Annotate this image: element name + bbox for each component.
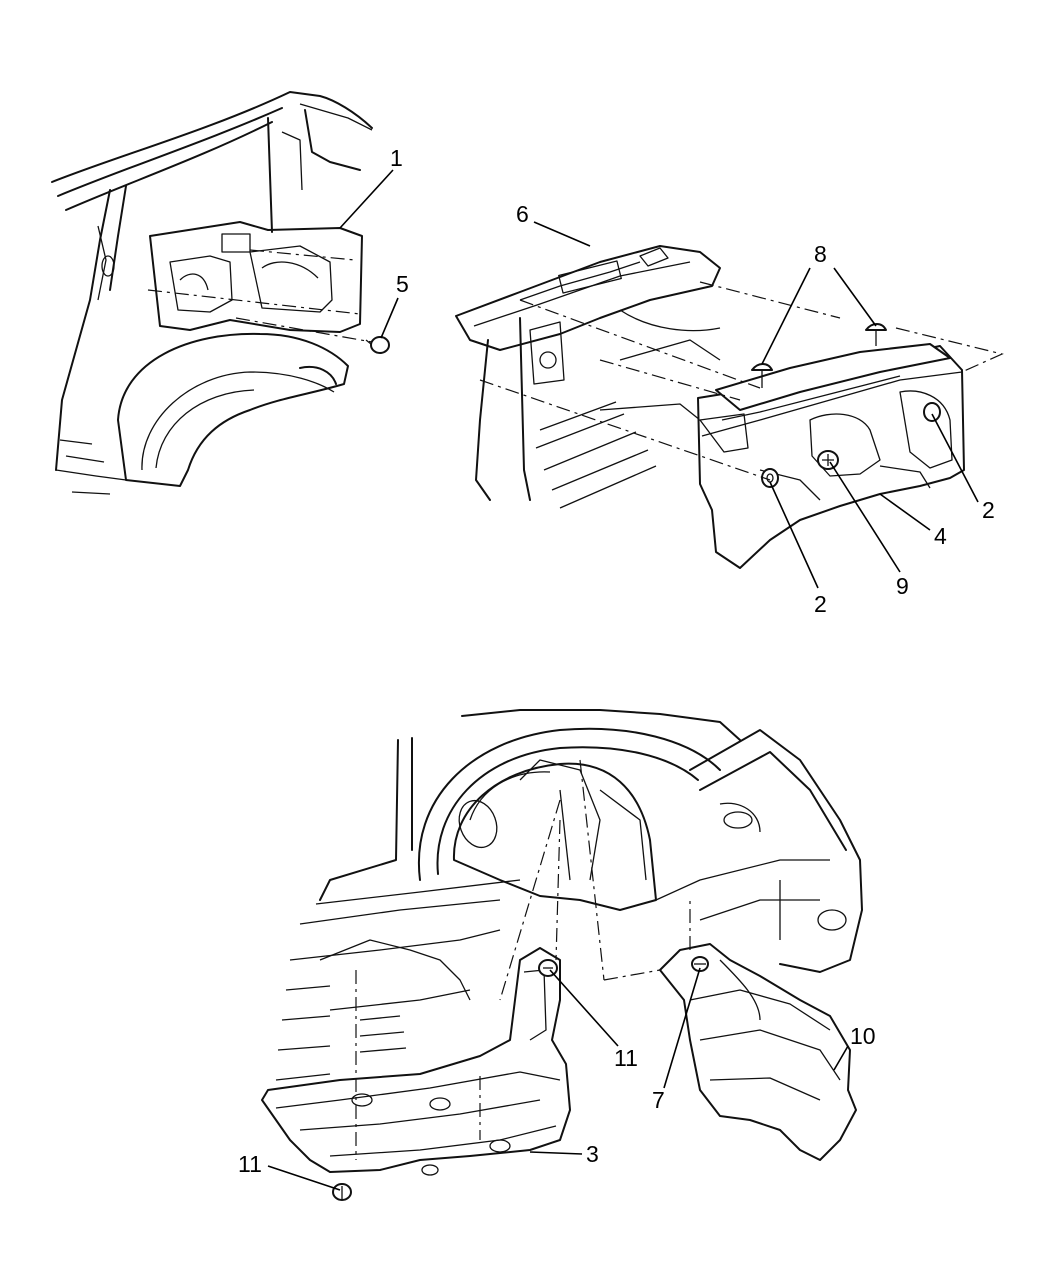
leader-2a: [931, 413, 979, 503]
callout-7: 7: [652, 1087, 665, 1113]
callout-5: 5: [396, 271, 409, 297]
leader-2b: [769, 481, 819, 589]
leader-8a: [761, 267, 811, 365]
quarter-panel-view: [51, 91, 390, 495]
leader-9: [829, 461, 901, 573]
callout-10: 10: [850, 1023, 876, 1049]
callout-8: 8: [814, 241, 827, 267]
callout-1: 1: [390, 145, 403, 171]
leader-11b: [267, 1165, 341, 1191]
plug-part-5: [365, 336, 390, 354]
leader-11a: [549, 969, 619, 1047]
leader-8b: [833, 267, 877, 327]
leader-1: [339, 169, 394, 229]
callout-11-bottom: 11: [238, 1151, 262, 1177]
leader-7: [663, 967, 701, 1089]
callout-2-right: 2: [982, 497, 995, 523]
leader-lines: [267, 169, 979, 1191]
wheelhouse-shield-view: [261, 709, 863, 1201]
push-pin-8a: [751, 363, 773, 388]
clip-7: [691, 956, 709, 972]
callout-9: 9: [896, 573, 909, 599]
push-pin-8b: [865, 323, 887, 346]
leader-10: [833, 1045, 849, 1071]
leader-5: [380, 297, 399, 339]
callouts: 1 5 6 8 2 4 9 2 11 10 7 3 11: [238, 145, 995, 1177]
callout-3: 3: [586, 1141, 599, 1167]
leader-4: [879, 493, 931, 531]
rear-panel-view: [455, 245, 1004, 569]
callout-6: 6: [516, 201, 529, 227]
leader-6: [533, 221, 591, 247]
callout-4: 4: [934, 523, 947, 549]
callout-11-top: 11: [614, 1045, 638, 1071]
push-fastener-11-top: [538, 959, 558, 977]
grommet-9: [817, 450, 839, 470]
bumper-2-right: [923, 402, 941, 422]
callout-2-left: 2: [814, 591, 827, 617]
leader-3: [529, 1151, 583, 1155]
push-fastener-11-bottom: [332, 1183, 352, 1201]
